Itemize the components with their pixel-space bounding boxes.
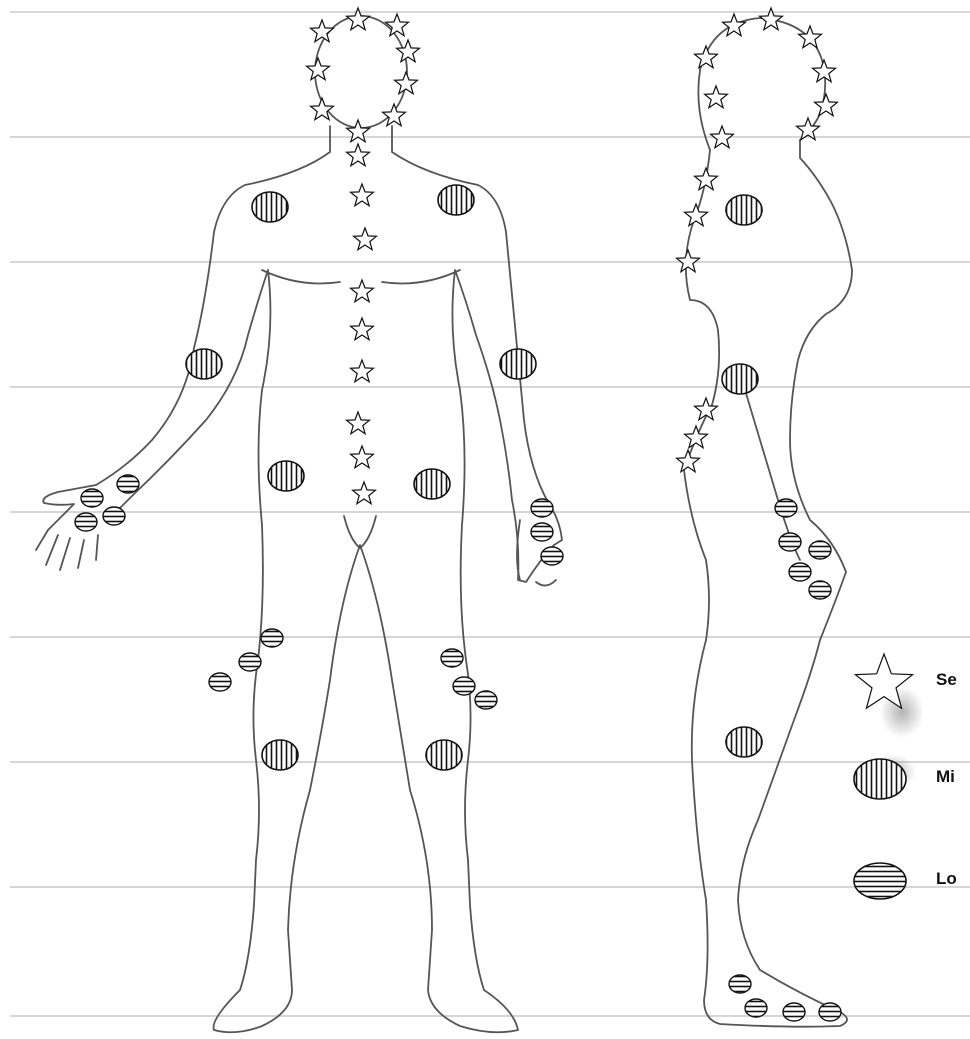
vertical-stripe-marker [500, 349, 536, 379]
star-marker [695, 46, 718, 68]
horizontal-stripe-marker [441, 649, 463, 667]
star-marker [347, 120, 370, 142]
star-marker [351, 318, 374, 340]
horizontal-stripe-marker [729, 975, 751, 993]
legend [854, 654, 924, 899]
legend-horizontal-stripe-symbol [854, 863, 906, 899]
vertical-stripe-marker [726, 727, 762, 757]
horizontal-stripe-marker [239, 653, 261, 671]
vertical-stripe-marker [438, 185, 474, 215]
star-marker [351, 184, 374, 206]
star-marker [723, 14, 746, 36]
front-groin-line [344, 516, 376, 548]
star-marker [351, 446, 374, 468]
vertical-stripe-marker [414, 469, 450, 499]
horizontal-stripe-marker [81, 489, 103, 507]
side-body-figure [684, 18, 852, 1027]
vertical-stripe-marker [186, 349, 222, 379]
star-marker [395, 72, 418, 94]
horizontal-stripe-marker [531, 523, 553, 541]
star-marker [347, 412, 370, 434]
star-marker [386, 14, 409, 36]
vertical-stripe-marker [722, 364, 758, 394]
horizontal-stripe-marker [75, 513, 97, 531]
horizontal-stripe-marker [453, 677, 475, 695]
horizontal-stripe-marker [809, 541, 831, 559]
horizontal-stripe-marker [531, 499, 553, 517]
vertical-stripe-marker [252, 192, 288, 222]
star-marker [799, 26, 822, 48]
vertical-stripe-marker [268, 461, 304, 491]
star-marker [351, 280, 374, 302]
star-marker [685, 426, 708, 448]
horizontal-stripe-marker [775, 499, 797, 517]
star-marker [353, 482, 376, 504]
star-marker [311, 20, 334, 42]
horizontal-stripe-marker [475, 691, 497, 709]
vertical-stripe-marker [262, 740, 298, 770]
horizontal-stripe-marker [117, 475, 139, 493]
horizontal-stripe-marker [789, 563, 811, 581]
vertical-stripe-marker [726, 195, 762, 225]
horizontal-stripe-marker [745, 999, 767, 1017]
star-marker [813, 60, 836, 82]
star-marker [711, 126, 734, 148]
star-marker [307, 58, 330, 80]
background-grid [10, 12, 970, 1016]
legend-label-horizontal-stripes: Lo [936, 869, 957, 889]
symptom-markers [75, 8, 841, 1021]
horizontal-stripe-marker [809, 581, 831, 599]
star-marker [695, 168, 718, 190]
star-marker [354, 228, 377, 250]
star-marker [705, 86, 728, 108]
star-marker [815, 94, 838, 116]
star-marker [685, 204, 708, 226]
star-marker [351, 360, 374, 382]
horizontal-stripe-marker [261, 629, 283, 647]
horizontal-stripe-marker [209, 673, 231, 691]
vertical-stripe-marker [426, 740, 462, 770]
star-marker [677, 250, 700, 272]
horizontal-stripe-marker [779, 533, 801, 551]
legend-label-star: Se [936, 670, 957, 690]
star-marker [383, 104, 406, 126]
star-marker [311, 98, 334, 120]
horizontal-stripe-marker [541, 547, 563, 565]
horizontal-stripe-marker [103, 507, 125, 525]
horizontal-stripe-marker [783, 1003, 805, 1021]
star-marker [347, 144, 370, 166]
legend-vertical-stripe-symbol [854, 759, 906, 799]
star-marker [677, 450, 700, 472]
horizontal-stripe-marker [819, 1003, 841, 1021]
legend-label-vertical-stripes: Mi [936, 767, 955, 787]
